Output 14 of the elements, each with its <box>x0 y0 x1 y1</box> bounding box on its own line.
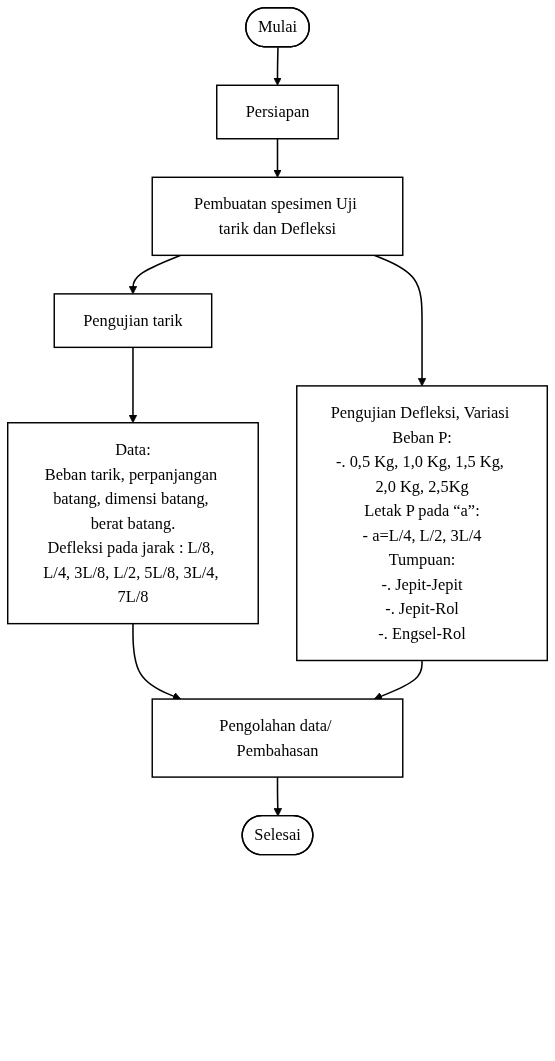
arrow <box>128 254 182 295</box>
arrow <box>273 776 283 817</box>
node-box: Pengujian Defleksi, Variasi Beban P: -. 0,5 Kg, 1,0 Kg, 1,5 Kg, 2,0 Kg, 2,5Kg Letak P pada “a”: - a=L/4, L/2, 3L/4 Tumpuan: -. Jepit-Jepit -. Jepit-Rol -. Engsel-Rol <box>296 385 548 662</box>
arrow <box>128 346 138 424</box>
arrow <box>273 46 282 86</box>
arrow <box>273 138 282 178</box>
arrow <box>373 659 423 701</box>
node-box: Pengujian tarik <box>53 293 213 349</box>
arrow <box>373 254 427 387</box>
node-box: Pengolahan data/ Pembahasan <box>151 698 404 778</box>
arrow <box>132 622 182 701</box>
node-box: Data: Beban tarik, perpanjangan batang, dimensi batang, berat batang. Defleksi pada jarak : L/8, L/4, 3L/8, L/2, 5L/8, 3L/4, 7L/8 <box>7 422 259 625</box>
node-box: Persiapan <box>216 84 339 140</box>
node-box: Pembuatan spesimen Uji tarik dan Defleksi <box>151 176 404 257</box>
